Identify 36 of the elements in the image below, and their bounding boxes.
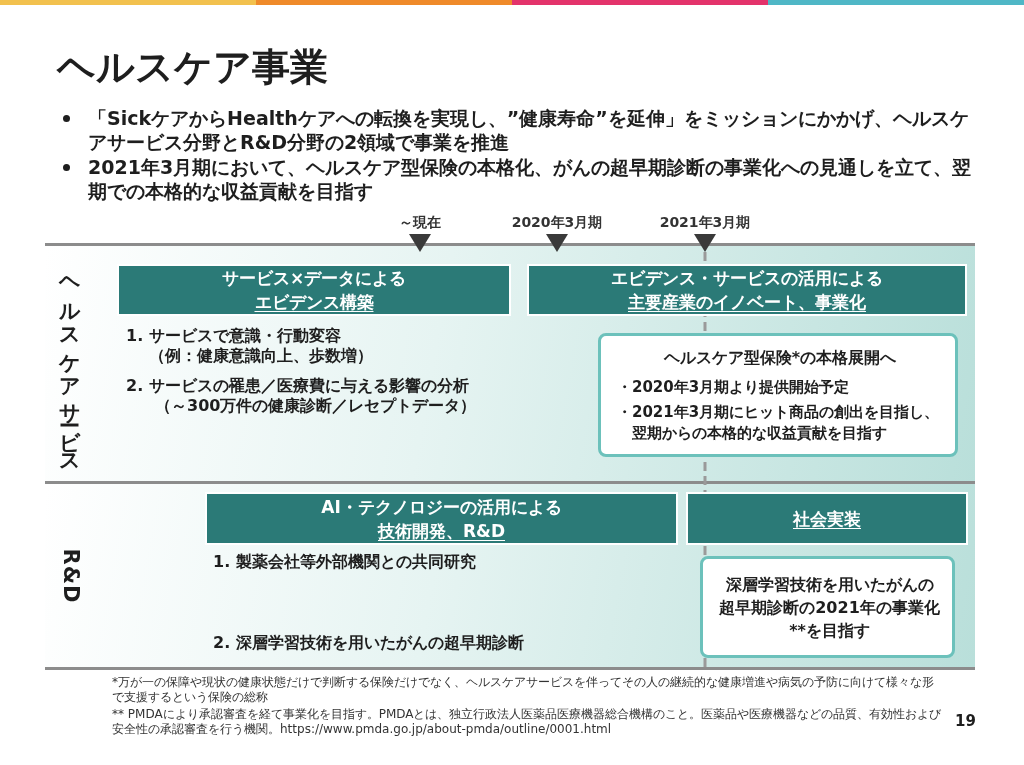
- phase-header-box: [205, 492, 678, 545]
- timeline-label: 2021年3月期: [659, 213, 751, 231]
- header-text: エビデンス・サービスの活用による: [611, 267, 883, 290]
- timeline-label: ～現在: [399, 213, 441, 231]
- info-card: [700, 556, 955, 658]
- bullet-text: 「SickケアからHealthケアへの転換を実現し、”健康寿命”を延伸」をミッションにかかげ、ヘルスケアサービス分野とR&D分野の2領域で事業を推進: [88, 106, 970, 154]
- list-item: 2. サービスの罹患／医療費に与える影響の分析: [126, 376, 469, 396]
- card-bullet: ・2020年3月期より提供開始予定: [617, 376, 851, 398]
- card-bullet: ・2021年3月期にヒット商品の創出を目指し、翌期からの本格的な収益貢献を目指す: [617, 401, 941, 444]
- info-card: [598, 333, 958, 457]
- swimlane-band: [45, 484, 975, 670]
- bullet-text: 2021年3月期において、ヘルスケア型保険の本格化、がんの超早期診断の事業化への見通しを立て、翌期での本格的な収益貢献を目指す: [88, 155, 973, 203]
- list-item-note: （例：健康意識向上、歩数増）: [149, 346, 373, 366]
- list-item: 1. サービスで意識・行動変容: [126, 326, 341, 346]
- header-text: サービス×データによる: [221, 267, 407, 290]
- phase-header-box: [686, 492, 968, 545]
- phase-header-box: [527, 264, 967, 316]
- header-text: AI・テクノロジーの活用による: [321, 495, 562, 519]
- footnote: ** PMDAにより承認審査を経て事業化を目指す。PMDAとは、独立行政法人医薬品医療機器総合機構のこと。医薬品や医療機器などの品質、有効性および安全性の承認審査を行う機関。https://www.pmda.go.jp/about-pmda/outline/0001.html: [112, 707, 942, 737]
- phase-header-box: [117, 264, 511, 316]
- card-text: 深層学習技術を用いたがんの超早期診断の2021年の事業化**を目指す: [719, 573, 940, 642]
- list-item-note: （～300万件の健康診断／レセプトデータ）: [155, 396, 477, 416]
- footnote: *万が一の保障や現状の健康状態だけで判断する保険だけでなく、ヘルスケアサービスを伴ってその人の継続的な健康増進や病気の予防に向けて様々な形で支援するという保険の総称: [112, 675, 935, 705]
- header-underlined-text: 社会実装: [793, 507, 861, 531]
- page-number: 19: [955, 712, 976, 730]
- header-underlined-text: エビデンス構築: [254, 291, 374, 314]
- lane-label: ヘルスケアサービス: [57, 263, 83, 464]
- header-underlined-text: 技術開発、R&D: [378, 519, 505, 543]
- lane-label: R&D: [58, 548, 84, 603]
- list-item: 1. 製薬会社等外部機関との共同研究: [213, 552, 476, 572]
- header-underlined-text: 主要産業のイノベート、事業化: [628, 291, 866, 314]
- timeline-label: 2020年3月期: [511, 213, 603, 231]
- list-item: 2. 深層学習技術を用いたがんの超早期診断: [213, 633, 524, 653]
- card-heading: ヘルスケア型保険*の本格展開へ: [663, 346, 897, 369]
- swimlane-band: [45, 243, 975, 484]
- slide-title: ヘルスケア事業: [57, 44, 328, 90]
